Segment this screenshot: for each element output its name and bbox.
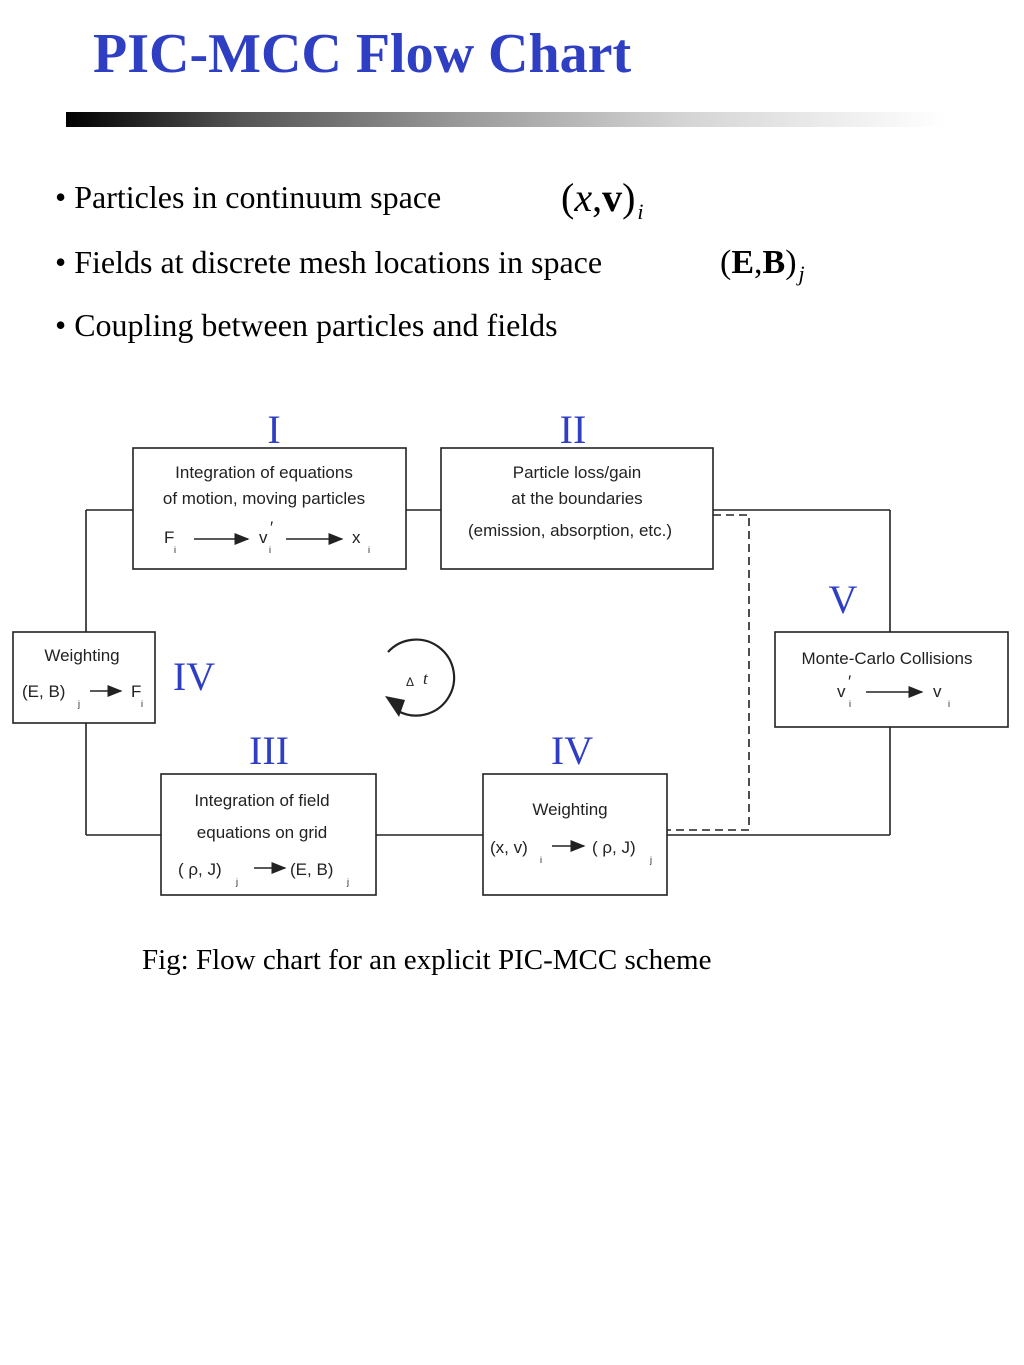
box-particle-loss-line1: Particle loss/gain	[513, 463, 642, 482]
cycle-arrowhead-icon	[385, 696, 405, 717]
symbol-F: F	[131, 682, 141, 701]
symbol-x: x	[352, 528, 361, 547]
math-paren-open: (	[561, 175, 575, 220]
title-gradient-rule	[66, 112, 946, 127]
subscript-i: i	[368, 545, 370, 555]
stage-label-IV-bottom: IV	[551, 728, 593, 773]
box-integration-motion	[132, 447, 407, 570]
box-weighting-bottom	[482, 773, 668, 896]
subscript-i: i	[540, 855, 542, 865]
stage-label-IV-left: IV	[173, 654, 215, 699]
subscript-i: i	[141, 699, 143, 709]
math-paren-close: )	[622, 175, 636, 220]
subscript-j: j	[346, 877, 349, 887]
math-paren-close: )	[785, 244, 797, 281]
subscript-i: i	[174, 545, 176, 555]
math-B: B	[762, 244, 786, 281]
math-particle-state: (x,v)i	[561, 175, 644, 223]
box-weighting-bottom-title: Weighting	[532, 800, 607, 819]
symbol-v: v	[837, 682, 846, 701]
math-v: v	[602, 175, 623, 220]
subscript-j: j	[77, 699, 80, 709]
symbol-rho-J: ( ρ, J)	[592, 838, 636, 857]
stage-label-I: I	[267, 407, 280, 452]
math-comma: ,	[592, 175, 603, 220]
math-field-state: (E,B)j	[720, 244, 805, 285]
math-paren-open: (	[720, 244, 732, 281]
box-monte-carlo-title: Monte-Carlo Collisions	[801, 649, 972, 668]
symbol-xv: (x, v)	[490, 838, 528, 857]
subscript-i: i	[269, 545, 271, 555]
symbol-EB: (E, B)	[22, 682, 65, 701]
box-field-integration-line2: equations on grid	[197, 823, 327, 842]
box-weighting-left	[12, 631, 156, 724]
box-integration-motion-line2: of motion, moving particles	[163, 489, 365, 508]
symbol-F: F	[164, 528, 174, 547]
box-particle-loss-line3: (emission, absorption, etc.)	[468, 521, 672, 540]
symbol-prime: ′	[270, 518, 273, 537]
bullet-coupling: • Coupling between particles and fields	[55, 307, 558, 343]
box-integration-motion-line1: Integration of equations	[175, 463, 353, 482]
symbol-prime: ′	[848, 672, 851, 691]
box-field-integration	[160, 773, 377, 896]
figure-caption: Fig: Flow chart for an explicit PIC-MCC …	[142, 944, 712, 976]
stage-label-II: II	[560, 407, 587, 452]
subscript-i: i	[948, 699, 950, 709]
math-sub-i: i	[637, 199, 644, 224]
box-particle-loss	[440, 447, 714, 570]
subscript-j: j	[649, 855, 652, 865]
symbol-EB: (E, B)	[290, 860, 333, 879]
symbol-rho-J: ( ρ, J)	[178, 860, 222, 879]
math-E: E	[731, 244, 755, 281]
box-field-integration-line1: Integration of field	[194, 791, 329, 810]
subscript-i: i	[849, 699, 851, 709]
bullet-particles: • Particles in continuum space	[55, 179, 442, 215]
math-x: x	[574, 175, 593, 220]
subscript-j: j	[235, 877, 238, 887]
dashed-bypass-connector	[667, 514, 750, 831]
time-step-cycle-icon	[387, 638, 456, 717]
cycle-t: t	[423, 669, 429, 688]
box-particle-loss-line2: at the boundaries	[511, 489, 642, 508]
stage-label-III: III	[249, 728, 289, 773]
symbol-v: v	[933, 682, 942, 701]
box-monte-carlo	[774, 631, 1009, 728]
cycle-delta: Δ	[406, 675, 414, 689]
stage-label-V: V	[829, 577, 858, 622]
math-sub-j: j	[798, 261, 805, 286]
page-title: PIC-MCC Flow Chart	[93, 23, 632, 85]
bullet-fields: • Fields at discrete mesh locations in s…	[55, 244, 603, 280]
symbol-v: v	[259, 528, 268, 547]
box-weighting-left-title: Weighting	[44, 646, 119, 665]
math-comma: ,	[754, 244, 763, 281]
